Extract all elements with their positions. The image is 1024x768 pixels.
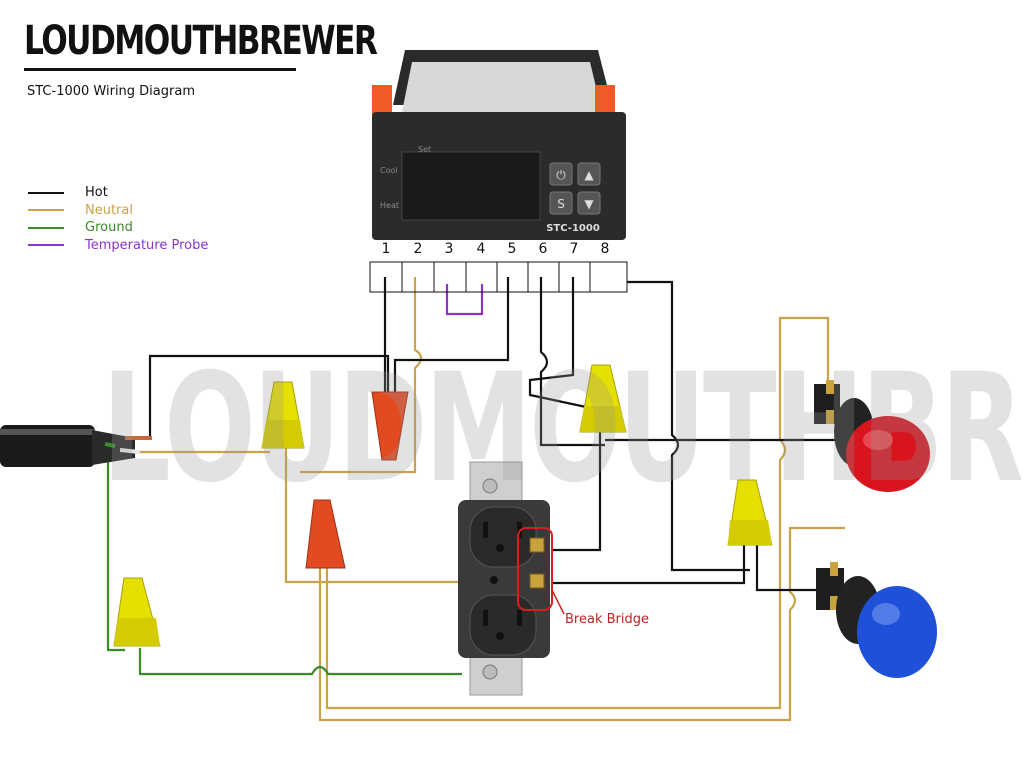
- hot-wire-terminal5: [393, 277, 510, 392]
- hot-wire-to-outlet-top: [553, 432, 602, 552]
- wire-nut-hot-lamp: [579, 364, 627, 433]
- terminal-3-label: 3: [444, 241, 454, 257]
- legend-item-hot: Hot: [28, 184, 208, 202]
- wire-nut-ground: [113, 577, 161, 647]
- terminal-2-label: 2: [413, 241, 423, 257]
- power-icon: ⏻: [556, 168, 566, 182]
- terminal-7-label: 7: [569, 241, 579, 257]
- blue-pilot-lamp: [816, 562, 937, 678]
- wire-nut-hot-main: [371, 391, 409, 461]
- arrow-up-icon: ▲: [584, 168, 594, 182]
- ground-wires: [106, 450, 462, 676]
- down-button[interactable]: ▼: [577, 191, 601, 215]
- hot-wire-to-blue-lamp: [755, 545, 826, 592]
- legend-swatch-probe: [28, 244, 64, 247]
- terminal-4-label: 4: [476, 241, 486, 257]
- red-pilot-lamp: [814, 380, 930, 492]
- power-cable: [0, 425, 152, 467]
- ground-wire-to-outlet: [138, 648, 462, 676]
- brand-underline: [24, 68, 296, 71]
- wire-nut-neutral-split: [305, 499, 346, 569]
- cool-label: Cool: [380, 166, 398, 175]
- terminal-8-label: 8: [600, 241, 610, 257]
- duplex-outlet: [458, 461, 565, 696]
- legend-swatch-hot: [28, 191, 64, 194]
- brand-title: LOUDMOUTHBREWER: [24, 18, 378, 64]
- hot-wires: [148, 277, 845, 592]
- legend-swatch-neutral: [28, 209, 64, 212]
- terminal-1-label: 1: [381, 241, 391, 257]
- temperature-probe-wire: [445, 284, 484, 316]
- arrow-down-icon: ▼: [584, 197, 594, 211]
- neutral-wire-red-nut-a: [318, 526, 845, 722]
- diagram-subtitle: STC-1000 Wiring Diagram: [27, 84, 195, 99]
- legend-item-probe: Temperature Probe: [28, 237, 208, 255]
- hot-wire-terminal8: [627, 280, 750, 572]
- legend: Hot Neutral Ground Temperature Probe: [28, 184, 208, 254]
- legend-item-ground: Ground: [28, 219, 208, 237]
- power-button[interactable]: ⏻: [549, 162, 573, 186]
- wire-nut-neutral-main: [261, 381, 305, 449]
- neutral-wire-terminal2: [300, 277, 423, 474]
- legend-label-neutral: Neutral: [85, 202, 133, 218]
- neutral-wires: [120, 277, 845, 722]
- hot-wire-terminal7: [528, 277, 601, 412]
- s-button-label: S: [557, 197, 565, 211]
- hot-wire-terminal6: [539, 277, 605, 447]
- terminal-block: [369, 261, 628, 293]
- legend-label-ground: Ground: [85, 220, 133, 236]
- neutral-wire-nut-down: [284, 448, 460, 584]
- terminal-6-label: 6: [538, 241, 548, 257]
- hot-wire-cable-top: [148, 354, 390, 440]
- controller-model-label: STC-1000: [546, 223, 600, 234]
- ground-wire-cable: [106, 450, 125, 652]
- neutral-wire-red-nut-b: [325, 316, 830, 710]
- set-s-button[interactable]: S: [549, 191, 573, 215]
- heat-label: Heat: [380, 201, 399, 210]
- wire-nut-terminal8: [727, 479, 773, 546]
- break-bridge-highlight: [517, 527, 553, 611]
- legend-swatch-ground: [28, 226, 64, 229]
- set-label: Set: [418, 145, 431, 154]
- hot-wire-to-outlet-bottom: [553, 545, 746, 585]
- legend-label-probe: Temperature Probe: [85, 237, 209, 253]
- break-bridge-label: Break Bridge: [565, 612, 649, 627]
- legend-label-hot: Hot: [85, 185, 108, 201]
- stc-1000-controller: Set Cool Heat ⏻ ▲ S ▼ STC-1000: [372, 50, 626, 240]
- legend-item-neutral: Neutral: [28, 202, 208, 220]
- up-button[interactable]: ▲: [577, 162, 601, 186]
- terminal-5-label: 5: [507, 241, 517, 257]
